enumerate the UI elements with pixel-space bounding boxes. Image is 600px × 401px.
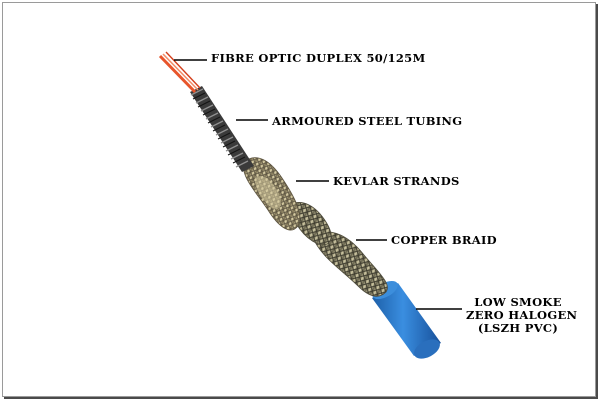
label-lszh-line-3: (LSZH PVC) — [477, 321, 559, 335]
label-kevlar-strands: KEVLAR STRANDS — [333, 174, 460, 188]
label-copper-braid: COPPER BRAID — [391, 233, 497, 247]
image-frame — [2, 2, 596, 397]
copper-braid-shape — [289, 202, 388, 297]
kevlar-strands-shape — [242, 157, 301, 231]
steel-tubing-shape — [190, 86, 254, 172]
label-lszh-jacket: LOW SMOKE ZERO HALOGEN (LSZH PVC) — [466, 295, 578, 335]
label-fibre-optic: FIBRE OPTIC DUPLEX 50/125µ — [211, 51, 426, 65]
label-lszh-line-2: ZERO HALOGEN — [466, 308, 578, 322]
leader-lines — [174, 59, 462, 310]
label-lszh-line-1: LOW SMOKE — [474, 295, 562, 309]
fibre-optic-shape — [158, 51, 201, 94]
label-armoured-steel: ARMOURED STEEL TUBING — [272, 114, 463, 128]
